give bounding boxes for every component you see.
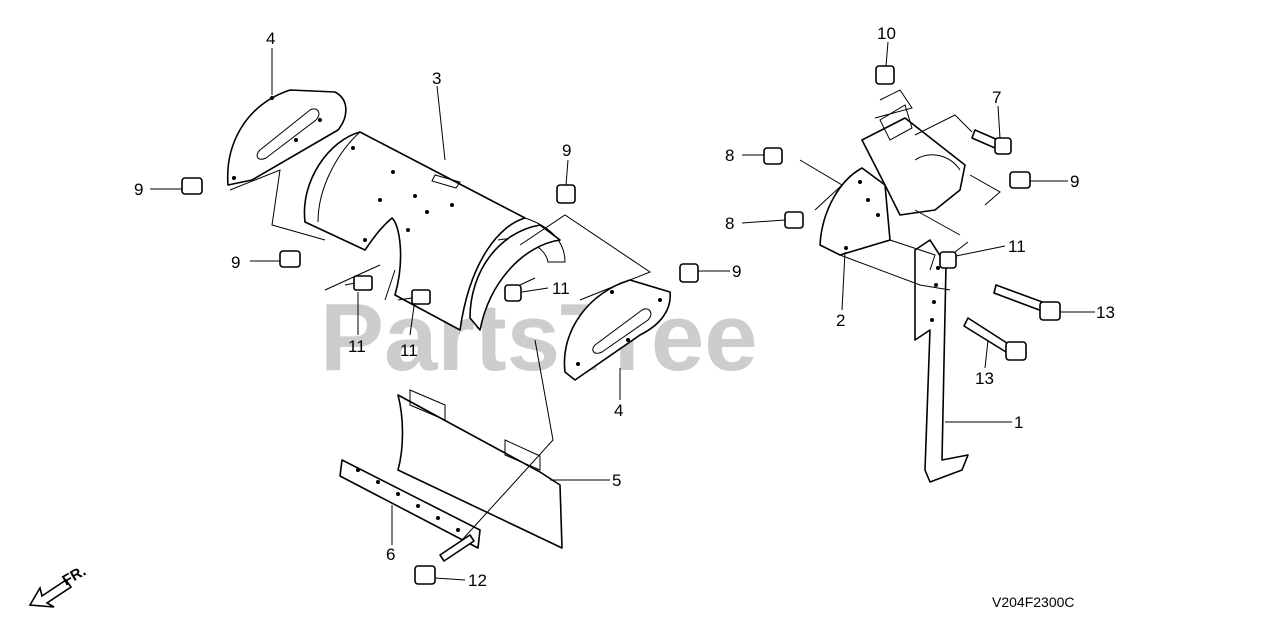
callout-11-d: 11 xyxy=(1008,237,1026,256)
callout-11-a: 11 xyxy=(348,337,366,356)
tine-shield xyxy=(303,131,566,331)
tail-flap xyxy=(397,389,563,549)
fasteners xyxy=(181,65,1061,585)
callout-12: 12 xyxy=(468,571,487,590)
callout-4-top: 4 xyxy=(266,29,275,48)
callout-2: 2 xyxy=(836,311,845,330)
arrow-icon xyxy=(28,578,73,608)
stand xyxy=(914,239,969,483)
leader-lines xyxy=(150,41,1095,581)
callout-9-b: 9 xyxy=(231,253,240,272)
callout-5: 5 xyxy=(612,471,621,490)
callout-11-b: 11 xyxy=(400,341,418,360)
callout-13-a: 13 xyxy=(1096,303,1115,322)
callout-4-bottom: 4 xyxy=(614,401,623,420)
callout-9-a: 9 xyxy=(134,180,143,199)
callout-8-b: 8 xyxy=(725,214,734,233)
callout-1: 1 xyxy=(1014,413,1023,432)
drawing-code: V204F2300C xyxy=(992,594,1075,610)
callout-7: 7 xyxy=(992,88,1001,107)
watermark: PartsTree xyxy=(320,284,758,391)
callout-11-c: 11 xyxy=(552,279,570,298)
mount-bracket xyxy=(819,104,966,256)
callout-10: 10 xyxy=(877,24,896,43)
callout-9-d: 9 xyxy=(732,262,741,281)
flap-strip xyxy=(339,459,481,549)
callout-9-c: 9 xyxy=(562,141,571,160)
front-direction-indicator: FR. xyxy=(28,563,89,608)
callout-9-e: 9 xyxy=(1070,172,1079,191)
callout-3: 3 xyxy=(432,69,441,88)
side-plate-left xyxy=(226,89,347,186)
callout-13-b: 13 xyxy=(975,369,994,388)
callout-6: 6 xyxy=(386,545,395,564)
callout-8-a: 8 xyxy=(725,146,734,165)
callouts: 4 3 9 9 9 9 11 11 11 4 5 6 12 10 7 8 8 9… xyxy=(134,24,1115,590)
